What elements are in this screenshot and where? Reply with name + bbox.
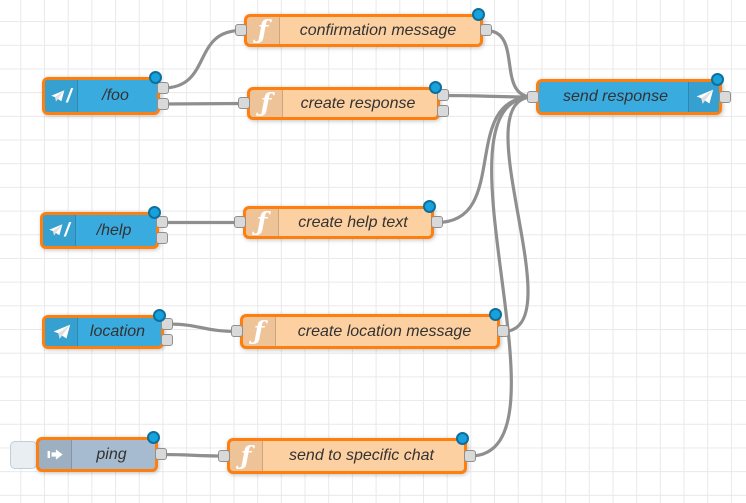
changed-indicator-help	[148, 206, 161, 219]
wire-foo-to-confirmation[interactable]	[161, 28, 243, 90]
flow-node-create_response[interactable]: ƒ create response	[247, 87, 440, 120]
output-port-foo-0[interactable]	[156, 81, 169, 94]
flow-node-foo[interactable]: / /foo	[42, 77, 160, 115]
output-port-foo-1[interactable]	[156, 97, 169, 110]
flow-node-location[interactable]: location	[42, 315, 164, 349]
output-port-location-1[interactable]	[160, 333, 173, 346]
wire-create_response-to-send_response[interactable]	[441, 93, 535, 99]
changed-indicator-ping	[147, 431, 160, 444]
output-port-create_location-0[interactable]	[496, 325, 509, 337]
input-port-create_location[interactable]	[230, 325, 243, 337]
changed-indicator-send_to_chat	[456, 432, 469, 445]
flow-node-ping[interactable]: ping	[36, 437, 158, 472]
changed-indicator-confirmation	[472, 8, 485, 21]
function-f-icon: ƒ	[243, 317, 276, 346]
function-glyph: ƒ	[257, 17, 269, 44]
output-port-help-0[interactable]	[155, 216, 168, 228]
changed-indicator-create_help	[423, 200, 436, 213]
inject-button[interactable]	[10, 440, 37, 469]
inject-arrow-icon	[39, 440, 72, 469]
input-port-confirmation[interactable]	[234, 24, 247, 36]
telegram-plane-slash-icon: /	[43, 215, 76, 246]
wire-ping-to-send_to_chat[interactable]	[159, 452, 226, 458]
slash-glyph: /	[64, 220, 70, 241]
node-label-create_location: create location message	[297, 322, 472, 340]
function-f-icon: ƒ	[246, 209, 279, 236]
node-label-help: /help	[96, 221, 132, 239]
node-label-ping: ping	[96, 445, 127, 463]
telegram-plane-icon	[45, 318, 78, 346]
input-port-create_help[interactable]	[233, 216, 246, 228]
input-port-send_to_chat[interactable]	[217, 449, 230, 462]
function-glyph: ƒ	[240, 441, 252, 470]
changed-indicator-foo	[149, 71, 162, 84]
flow-node-help[interactable]: / /help	[40, 212, 159, 249]
telegram-plane-slash-icon: /	[45, 80, 78, 112]
wire-confirmation-to-send_response[interactable]	[484, 28, 535, 99]
output-port-help-1[interactable]	[155, 232, 168, 244]
output-port-create_help-0[interactable]	[430, 216, 443, 228]
node-label-location: location	[89, 323, 146, 340]
node-label-send_to_chat: send to specific chat	[289, 447, 434, 464]
input-port-send_response[interactable]	[526, 90, 539, 103]
flow-node-confirmation[interactable]: ƒ confirmation message	[244, 14, 483, 47]
node-label-create_response: create response	[300, 94, 416, 112]
wire-location-to-create_location[interactable]	[165, 322, 239, 334]
telegram-plane-icon	[688, 82, 719, 112]
changed-indicator-create_response	[429, 81, 442, 94]
changed-indicator-create_location	[489, 308, 502, 321]
function-glyph: ƒ	[260, 90, 272, 117]
function-f-icon: ƒ	[250, 90, 283, 117]
node-label-create_help: create help text	[298, 213, 408, 231]
node-label-send_response: send response	[563, 88, 668, 105]
changed-indicator-location	[153, 309, 166, 322]
output-port-send_to_chat-0[interactable]	[463, 449, 476, 462]
wire-foo-to-create_response[interactable]	[161, 101, 246, 106]
flow-node-create_location[interactable]: ƒ create location message	[240, 314, 500, 349]
slash-glyph: /	[66, 85, 72, 107]
wire-create_location-to-send_response[interactable]	[501, 95, 535, 334]
wire-send_to_chat-to-send_response[interactable]	[468, 95, 535, 458]
node-label-foo: /foo	[102, 87, 129, 104]
output-port-create_response-1[interactable]	[436, 105, 449, 117]
output-port-confirmation-0[interactable]	[479, 24, 492, 36]
changed-indicator-send_response	[711, 73, 724, 86]
flow-node-send_to_chat[interactable]: ƒ send to specific chat	[227, 438, 467, 474]
function-glyph: ƒ	[256, 209, 268, 236]
function-f-icon: ƒ	[247, 17, 280, 44]
function-glyph: ƒ	[253, 317, 265, 345]
flow-node-send_response[interactable]: send response	[536, 79, 722, 115]
function-f-icon: ƒ	[230, 441, 263, 471]
flow-node-create_help[interactable]: ƒ create help text	[243, 206, 434, 239]
node-label-confirmation: confirmation message	[299, 21, 457, 39]
input-port-create_response[interactable]	[237, 97, 250, 109]
output-port-ping-0[interactable]	[154, 448, 167, 460]
wire-create_help-to-send_response[interactable]	[435, 95, 535, 225]
output-port-send_response-0[interactable]	[718, 90, 731, 103]
